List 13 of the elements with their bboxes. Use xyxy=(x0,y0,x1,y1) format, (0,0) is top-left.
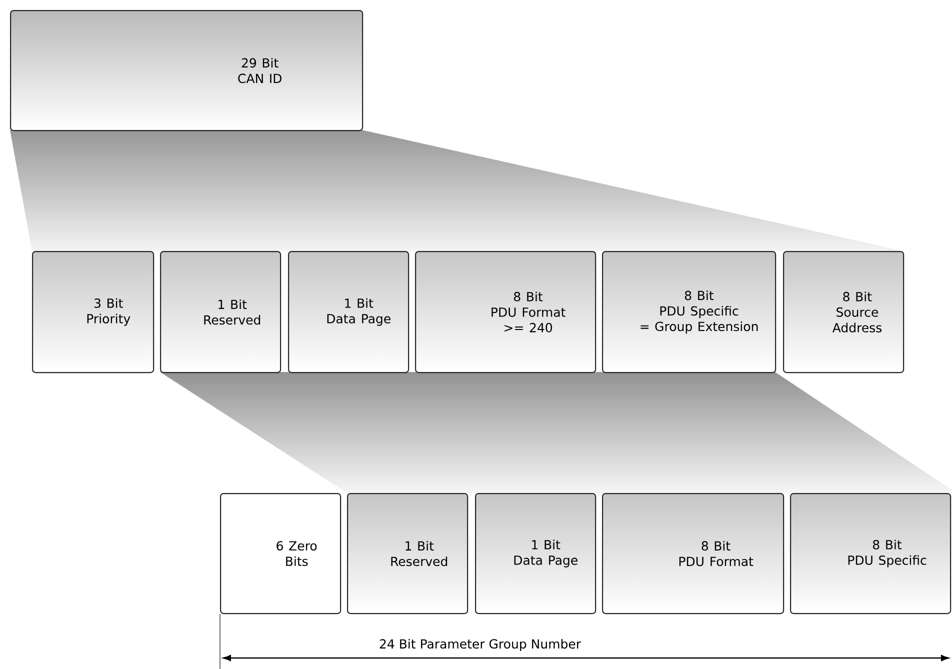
bit-field-box: 1 Bit Data Page xyxy=(288,251,410,374)
bit-field-box: 1 Bit Data Page xyxy=(475,493,596,614)
bit-field-box: 1 Bit Reserved xyxy=(347,493,468,614)
bit-field-box: 8 Bit PDU Specific = Group Extension xyxy=(602,251,776,374)
bit-field-box: 1 Bit Reserved xyxy=(160,251,282,374)
bit-field-box: 8 Bit PDU Format >= 240 xyxy=(415,251,596,374)
bit-field-box: 8 Bit Source Address xyxy=(783,251,904,374)
bit-field-box: 8 Bit PDU Specific xyxy=(790,493,952,614)
bit-field-box: 3 Bit Priority xyxy=(32,251,154,374)
dimension-label: 24 Bit Parameter Group Number xyxy=(380,638,582,652)
id-box: 29 Bit CAN ID xyxy=(10,10,364,132)
bit-field-box: 8 Bit PDU Format xyxy=(602,493,784,614)
bit-field-box: 6 Zero Bits xyxy=(220,493,342,614)
